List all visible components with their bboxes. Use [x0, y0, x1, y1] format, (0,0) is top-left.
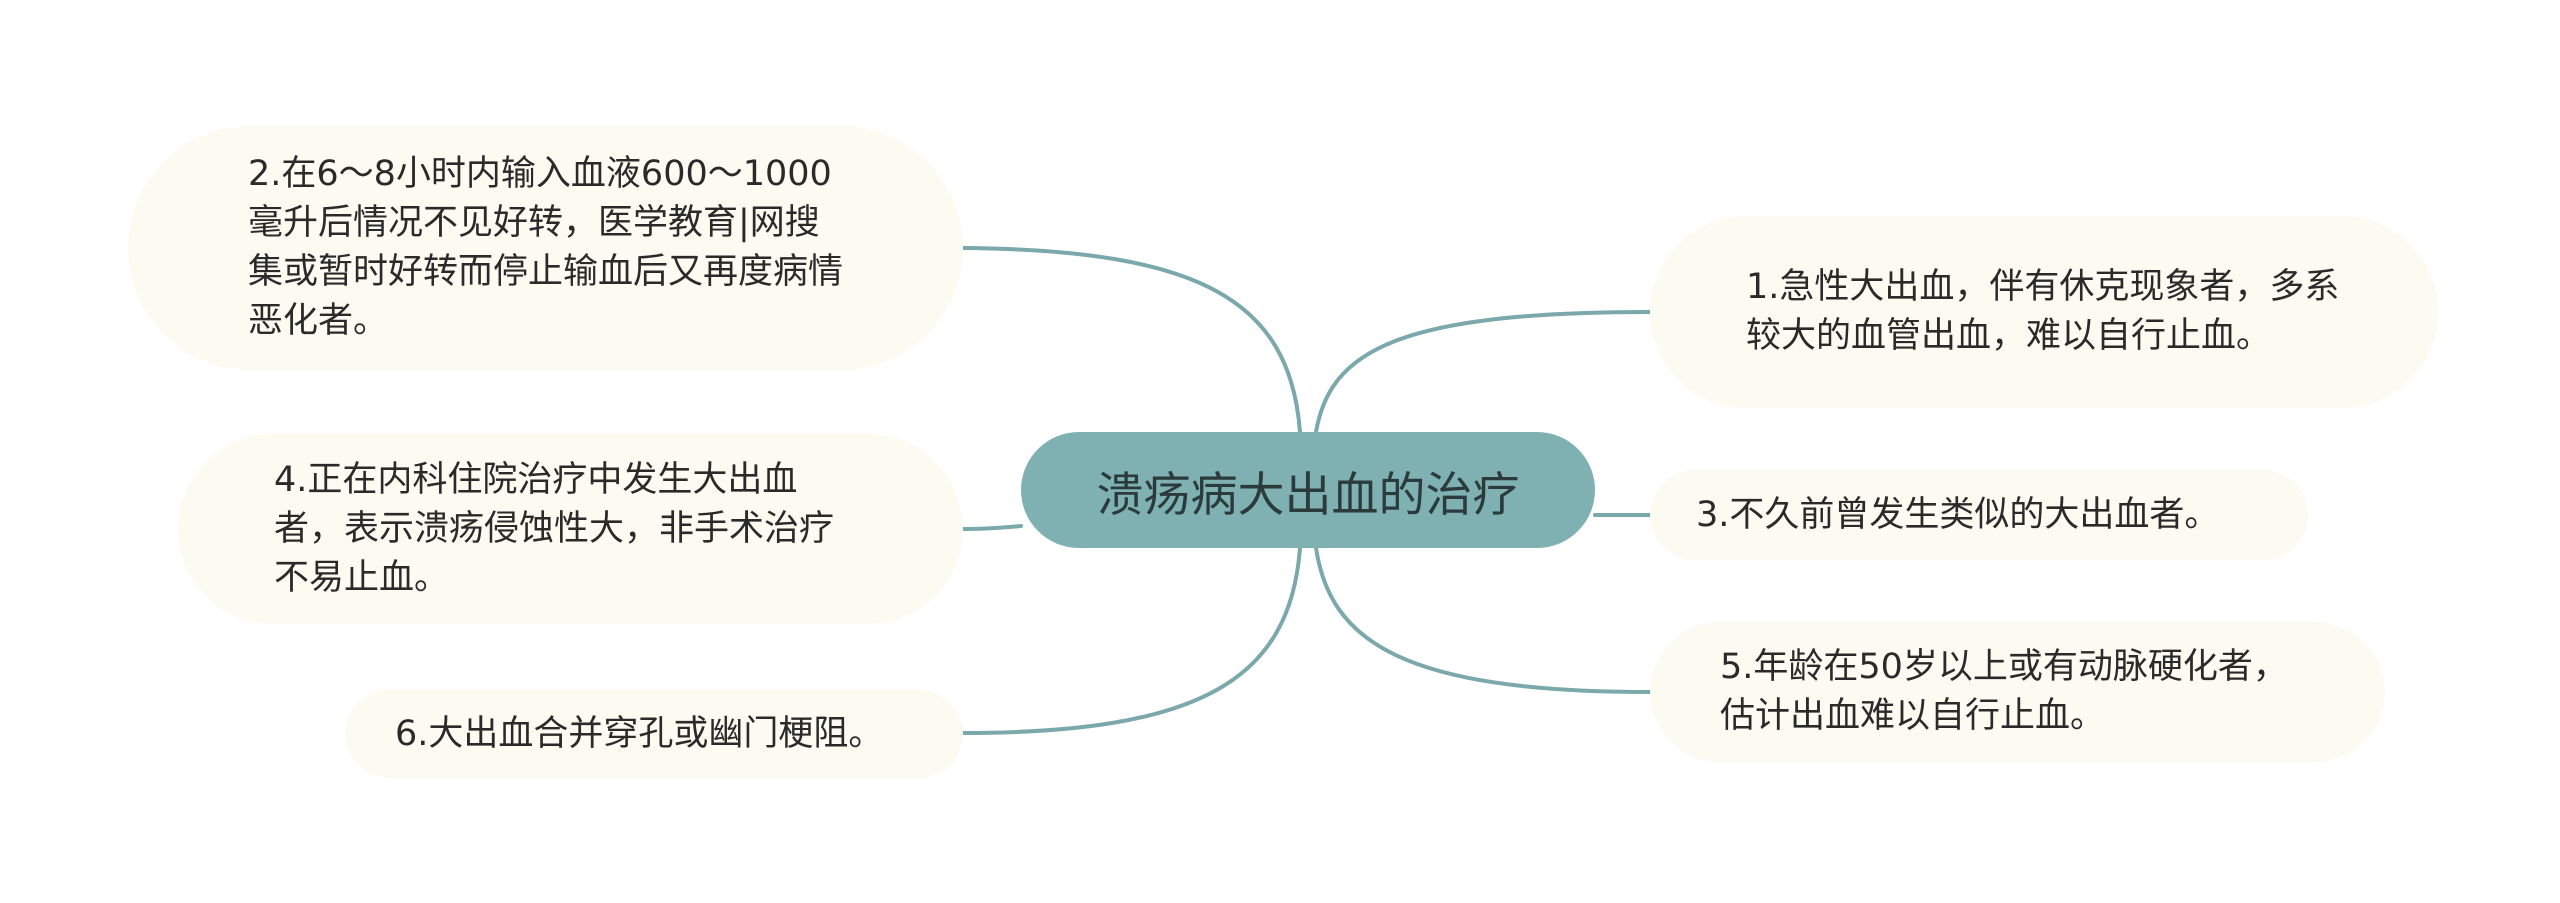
connector-to-item-2: [961, 246, 1302, 434]
branch-node-label: 5.年龄在50岁以上或有动脉硬化者，估计出血难以自行止血。: [1720, 647, 2288, 736]
branch-node-item-2[interactable]: 2.在6～8小时内输入血液600～1000毫升后情况不见好转，医学教育|网搜集或…: [128, 126, 963, 370]
branch-node-label: 1.急性大出血，伴有休克现象者，多系较大的血管出血，难以自行止血。: [1746, 267, 2340, 356]
central-topic[interactable]: 溃疡病大出血的治疗: [1021, 432, 1595, 548]
branch-node-item-3[interactable]: 3.不久前曾发生类似的大出血者。: [1650, 470, 2308, 560]
connector-to-item-1: [1314, 310, 1652, 434]
branch-node-label: 4.正在内科住院治疗中发生大出血者，表示溃疡侵蚀性大，非手术治疗不易止血。: [274, 459, 835, 598]
central-topic-label: 溃疡病大出血的治疗: [1096, 467, 1520, 523]
branch-node-item-5[interactable]: 5.年龄在50岁以上或有动脉硬化者，估计出血难以自行止血。: [1650, 622, 2385, 762]
connector-to-item-5: [1314, 546, 1652, 694]
connector-to-item-6: [961, 546, 1302, 735]
branch-node-item-4[interactable]: 4.正在内科住院治疗中发生大出血者，表示溃疡侵蚀性大，非手术治疗不易止血。: [178, 434, 963, 624]
branch-node-item-6[interactable]: 6.大出血合并穿孔或幽门梗阻。: [345, 690, 963, 778]
branch-node-item-1[interactable]: 1.急性大出血，伴有休克现象者，多系较大的血管出血，难以自行止血。: [1650, 216, 2438, 408]
connector-to-item-4: [961, 524, 1023, 531]
branch-node-label: 3.不久前曾发生类似的大出血者。: [1696, 494, 2220, 535]
branch-node-label: 2.在6～8小时内输入血液600～1000毫升后情况不见好转，医学教育|网搜集或…: [248, 154, 844, 341]
branch-node-label: 6.大出血合并穿孔或幽门梗阻。: [395, 713, 884, 754]
